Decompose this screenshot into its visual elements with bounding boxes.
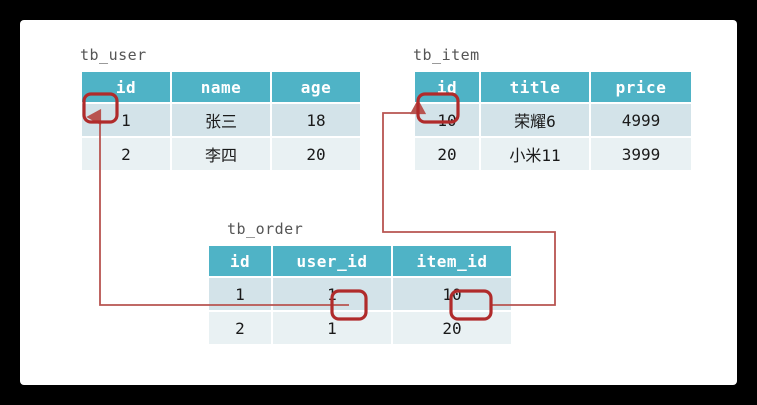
table-tb-item: tb_item id title price 10 荣耀6 4999 20 小米… [413,46,693,172]
cell-item-title: 荣耀6 [481,104,589,136]
table-grid-tb-item: id title price 10 荣耀6 4999 20 小米11 3999 [413,70,693,172]
cell-user-id: 1 [82,104,170,136]
table-title-tb-user: tb_user [80,46,147,64]
cell-item-id: 10 [415,104,479,136]
column-header-price: price [591,72,691,102]
cell-user-id: 2 [82,138,170,170]
cell-item-price: 3999 [591,138,691,170]
cell-order-user-id: 1 [273,312,391,344]
diagram-canvas: tb_user id name age 1 张三 18 2 李四 20 [20,20,737,385]
cell-order-item-id: 20 [393,312,511,344]
table-grid-tb-order: id user_id item_id 1 1 10 2 1 20 [207,244,513,346]
cell-user-name: 张三 [172,104,270,136]
table-row: 1 1 10 [209,278,511,310]
cell-order-id: 1 [209,278,271,310]
cell-order-id: 2 [209,312,271,344]
table-row: 2 李四 20 [82,138,360,170]
cell-user-age: 20 [272,138,360,170]
cell-item-id: 20 [415,138,479,170]
table-header-row: id user_id item_id [209,246,511,276]
cell-item-title: 小米11 [481,138,589,170]
table-tb-user: tb_user id name age 1 张三 18 2 李四 20 [80,46,362,172]
cell-order-user-id: 1 [273,278,391,310]
table-header-row: id title price [415,72,691,102]
table-title-tb-item: tb_item [413,46,480,64]
column-header-id: id [209,246,271,276]
cell-user-name: 李四 [172,138,270,170]
cell-order-item-id: 10 [393,278,511,310]
cell-user-age: 18 [272,104,360,136]
table-row: 2 1 20 [209,312,511,344]
column-header-title: title [481,72,589,102]
column-header-name: name [172,72,270,102]
table-row: 1 张三 18 [82,104,360,136]
column-header-user-id: user_id [273,246,391,276]
table-tb-order: tb_order id user_id item_id 1 1 10 2 1 [207,220,513,346]
table-title-tb-order: tb_order [227,220,304,238]
column-header-id: id [415,72,479,102]
column-header-item-id: item_id [393,246,511,276]
table-grid-tb-user: id name age 1 张三 18 2 李四 20 [80,70,362,172]
table-header-row: id name age [82,72,360,102]
cell-item-price: 4999 [591,104,691,136]
table-row: 10 荣耀6 4999 [415,104,691,136]
column-header-age: age [272,72,360,102]
table-row: 20 小米11 3999 [415,138,691,170]
column-header-id: id [82,72,170,102]
